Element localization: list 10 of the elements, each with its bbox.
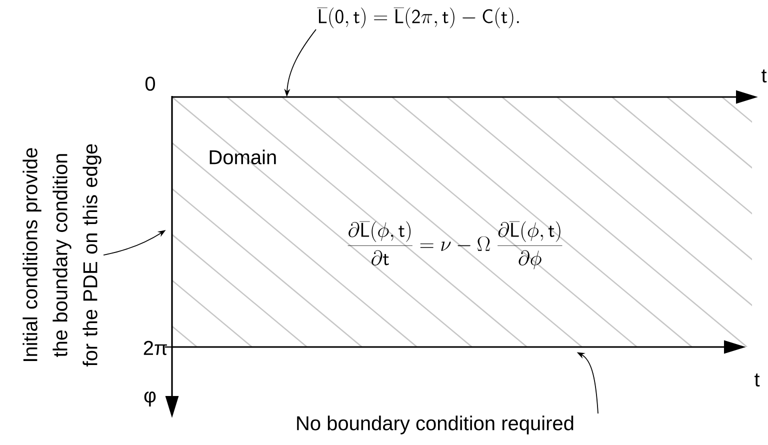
axis-tick-label: 2π bbox=[144, 340, 167, 356]
annotation-text: Initial conditions provide the boundary condition for the PDE on this edge bbox=[22, 144, 102, 366]
axis-label: t bbox=[754, 373, 760, 387]
pde-equation: $\frac{\partial\overline{\mathsf{L}}(\phi\mathsf{,t})}{\partial\mathsf{t}} = \nu - \Omega\;\frac{\partial\overline{\mathsf{L}}(\phi\mathsf{,t})}{\partial\phi}$ bbox=[348, 221, 562, 270]
annotation-text: No boundary condition required bbox=[297, 416, 574, 434]
axis-tick-label: 0 bbox=[145, 76, 156, 91]
axis-label: t bbox=[762, 69, 767, 83]
axis-label: φ bbox=[144, 392, 156, 406]
domain-label: Domain bbox=[210, 150, 276, 164]
formula-annotation: $\overline{\mathsf{L}}(\mathsf{0,t}) = \overline{\mathsf{L}}(\mathsf{2}\pi\mathsf{,t}) - \mathsf{C(t).}$ bbox=[317, 8, 519, 28]
